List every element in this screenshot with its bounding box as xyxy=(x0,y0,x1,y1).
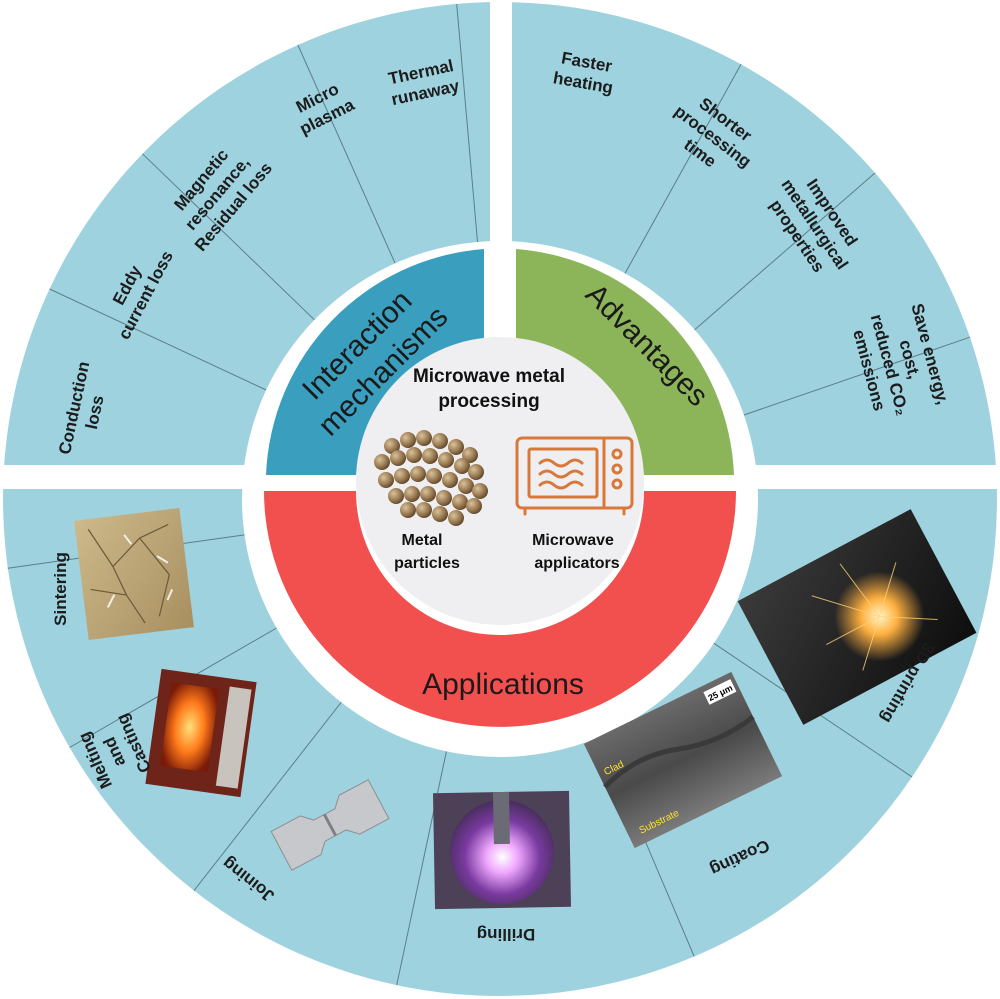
applications-title: Applications xyxy=(422,668,584,701)
metal-particle xyxy=(454,458,470,474)
microwave-applicators-line2: applicators xyxy=(534,555,619,572)
metal-particle xyxy=(432,506,448,522)
metal-particle xyxy=(410,466,426,482)
metal-particle xyxy=(452,494,468,510)
segment-divider-11 xyxy=(396,751,447,986)
applications-quadrant xyxy=(264,491,736,727)
metal-particle xyxy=(374,454,390,470)
metal-particle xyxy=(468,464,484,480)
metal-particle xyxy=(394,468,410,484)
interaction-quadrant xyxy=(266,249,484,475)
metal-particle xyxy=(426,468,442,484)
sintering-photo xyxy=(74,507,194,641)
segment-divider-1 xyxy=(49,288,267,391)
metal-particle xyxy=(458,478,474,494)
center-title-line2: processing xyxy=(438,391,539,412)
joining-photo xyxy=(270,779,390,871)
metal-particle xyxy=(406,447,422,463)
metal-particles-line2: particles xyxy=(394,555,460,572)
microwave-applicators-line1: Microwave xyxy=(532,532,614,549)
metal-particle xyxy=(388,488,404,504)
application-item-4-line-1: Drilling xyxy=(477,925,536,944)
metal-particle xyxy=(400,502,416,518)
metal-particle xyxy=(384,438,400,454)
metal-particle xyxy=(442,472,458,488)
application-item-1-line-1: Sintering xyxy=(51,552,70,626)
metal-particle xyxy=(378,472,394,488)
microwave-oven-icon xyxy=(515,436,634,516)
metal-particle xyxy=(466,498,482,514)
advantages-quadrant xyxy=(516,249,734,475)
metal-particle xyxy=(422,448,438,464)
metal-particle xyxy=(432,433,448,449)
3d-printing-photo xyxy=(737,509,977,725)
metal-particle xyxy=(404,486,420,502)
segment-divider-7 xyxy=(743,336,971,416)
metal-particle xyxy=(462,447,478,463)
application-item-4: Drilling xyxy=(477,925,536,944)
segment-divider-5 xyxy=(624,64,742,274)
segment-divider-6 xyxy=(694,172,876,331)
segment-divider-10 xyxy=(193,701,342,891)
metal-particle xyxy=(390,450,406,466)
melting-casting-photo xyxy=(145,668,257,798)
metal-particles-line1: Metal xyxy=(402,532,443,549)
metal-particle xyxy=(448,439,464,455)
metal-particles-icon xyxy=(374,430,488,526)
horizontal-gap-left xyxy=(0,465,262,489)
vertical-gap xyxy=(490,0,512,310)
metal-particle xyxy=(416,430,432,446)
metal-particle xyxy=(436,490,452,506)
metal-particle xyxy=(416,502,432,518)
segment-divider-3 xyxy=(297,44,396,264)
application-item-1: Sintering xyxy=(51,552,70,626)
metal-particle xyxy=(420,486,436,502)
drilling-photo xyxy=(432,790,572,910)
segment-divider-4 xyxy=(456,3,478,243)
metal-particle xyxy=(400,432,416,448)
horizontal-gap-right xyxy=(738,465,1000,489)
coating-photo: 25 μm Clad Substrate xyxy=(583,671,783,849)
center-title-line1: Microwave metal xyxy=(413,366,565,387)
metal-particle xyxy=(472,483,488,499)
segment-divider-2 xyxy=(142,153,315,321)
center-disk xyxy=(356,337,644,625)
metal-particle xyxy=(438,452,454,468)
metal-particle xyxy=(448,510,464,526)
